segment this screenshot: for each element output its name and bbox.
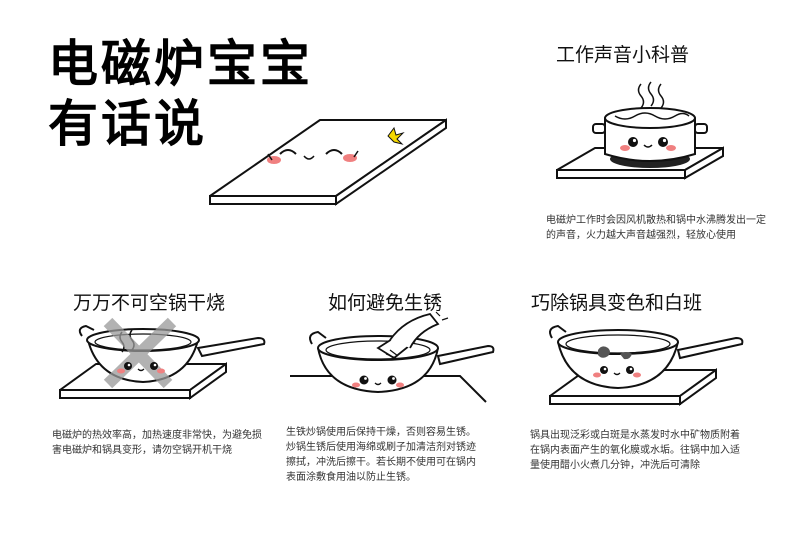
section-title-rust: 如何避免生锈 <box>328 292 443 314</box>
steaming-pot-illustration <box>556 81 724 180</box>
page-title: 电磁炉宝宝 有话说 <box>48 34 313 154</box>
title-line-2: 有话说 <box>48 95 207 153</box>
hand-icon <box>389 312 440 349</box>
section-title-noise: 工作声音小科普 <box>556 44 690 66</box>
stain-icon <box>598 346 610 358</box>
steam-icon <box>637 81 665 109</box>
empty-wok-illustration <box>59 317 266 400</box>
section-text-noise: 电磁炉工作时会因风机散热和锅中水沸腾发出一定的声音，火力越大声音越强烈，轻放心使… <box>546 215 766 241</box>
sparkle-icon <box>387 126 405 145</box>
section-title-dry-burn: 万万不可空锅干烧 <box>73 292 226 314</box>
title-line-1: 电磁炉宝宝 <box>48 35 313 93</box>
happy-face-icon <box>267 149 359 164</box>
section-text-stains: 锅具出现泛彩或白斑是水蒸发时水中矿物质附着在锅内表面产生的氧化膜或水垢。往锅中加… <box>530 430 740 471</box>
section-text-rust: 生铁炒锅使用后保持干燥，否则容易生锈。炒锅生锈后使用海绵或刷子加清洁剂对锈迹擦拭… <box>286 427 476 483</box>
stained-wok-illustration <box>549 324 744 406</box>
section-text-dry-burn: 电磁炉的热效率高，加热速度非常快，为避免损害电磁炉和锅具变形，请勿空锅开机干烧 <box>52 430 262 456</box>
cleaning-wok-illustration <box>290 311 495 403</box>
cross-icon <box>103 317 177 389</box>
section-title-stains: 巧除锅具变色和白班 <box>531 292 703 314</box>
induction-cooker-illustration <box>209 118 447 206</box>
